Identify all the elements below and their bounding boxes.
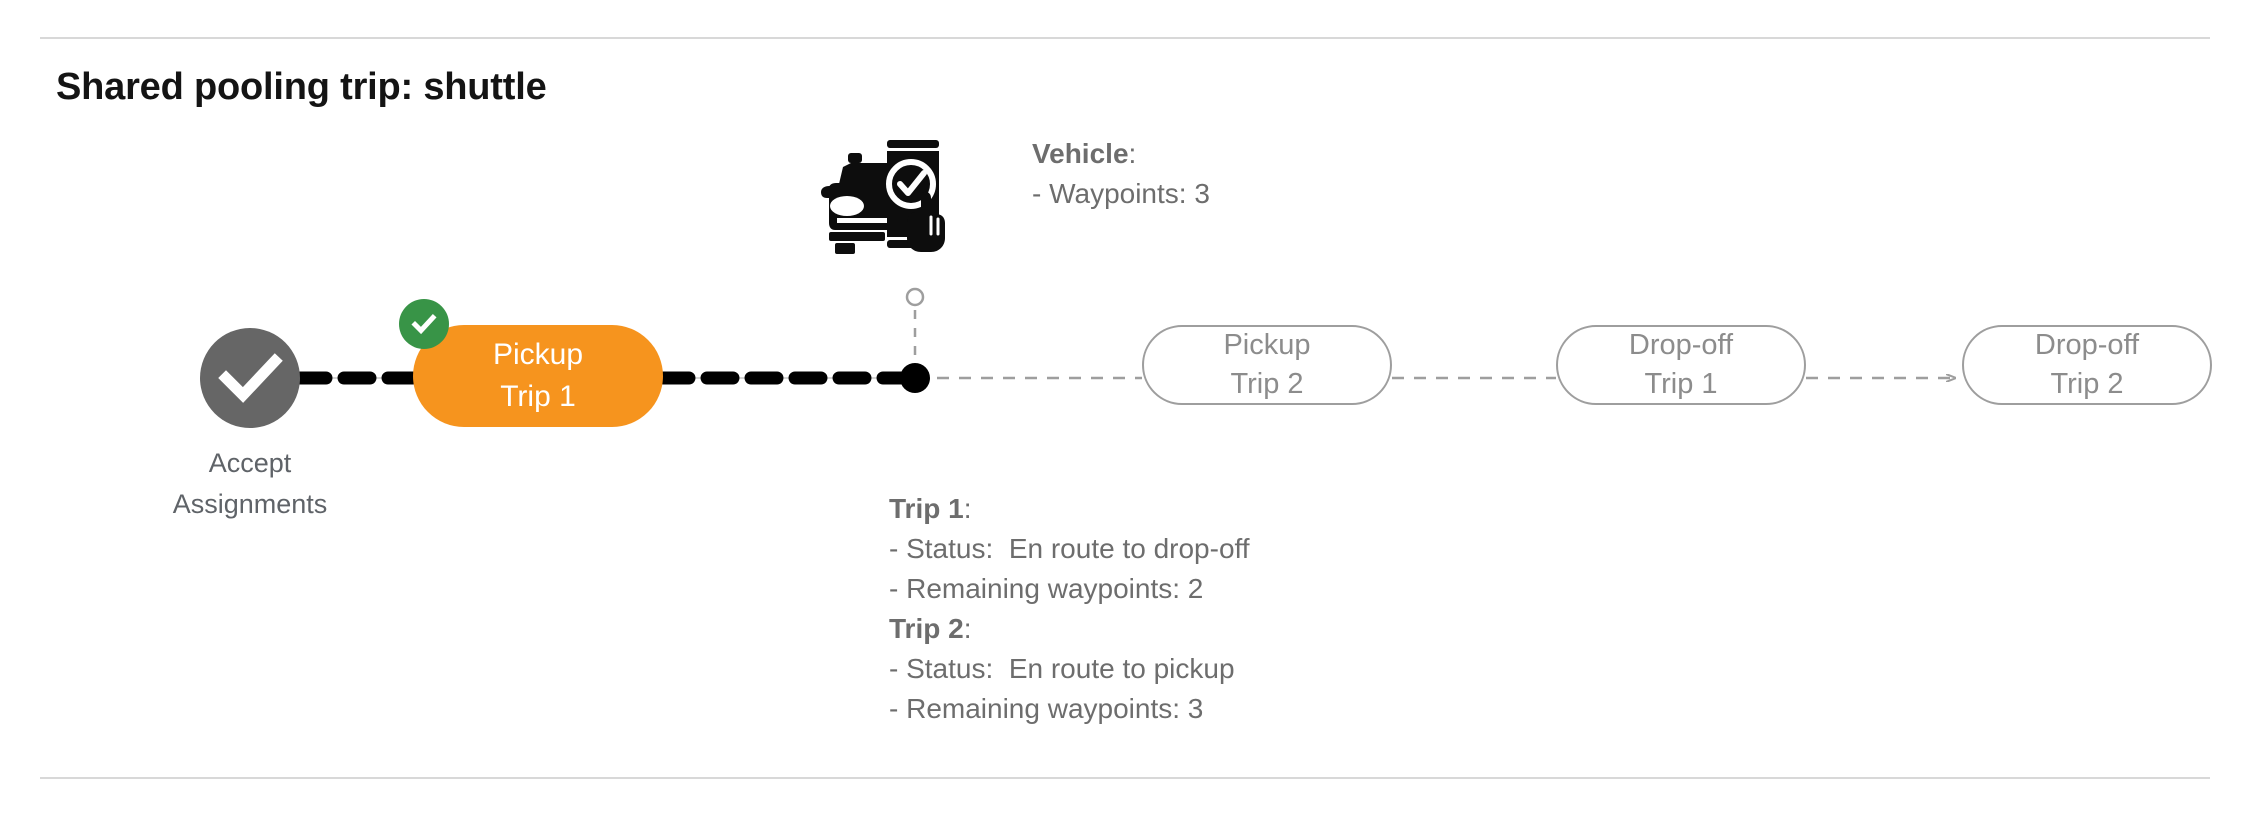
accept-assignments-node[interactable] bbox=[200, 328, 300, 428]
check-circle-icon bbox=[218, 353, 283, 403]
node-dropoff-trip-2[interactable]: Drop-off Trip 2 bbox=[1962, 325, 2212, 405]
node-pickup-trip-2[interactable]: Pickup Trip 2 bbox=[1142, 325, 1392, 405]
node-pickup-trip-2-line2: Trip 2 bbox=[1230, 368, 1304, 400]
check-badge-icon bbox=[399, 299, 449, 349]
trip-1-heading: Trip 1: bbox=[889, 493, 972, 524]
trip-2-remaining-waypoints: - Remaining waypoints: 3 bbox=[889, 693, 1204, 724]
node-dropoff-trip-2-line2: Trip 2 bbox=[2050, 368, 2124, 400]
node-pickup-trip-1-line2: Trip 1 bbox=[500, 380, 576, 413]
trip-1-remaining-waypoints: - Remaining waypoints: 2 bbox=[889, 573, 1204, 604]
node-dropoff-trip-1-line2: Trip 1 bbox=[1644, 368, 1718, 400]
page-title: Shared pooling trip: shuttle bbox=[56, 66, 547, 108]
node-pickup-trip-1-line1: Pickup bbox=[492, 338, 584, 371]
trip-2-status: - Status: En route to pickup bbox=[889, 653, 1235, 684]
node-dropoff-trip-2-line1: Drop-off bbox=[2034, 329, 2140, 361]
trip-1-status: - Status: En route to drop-off bbox=[889, 533, 1250, 564]
vehicle-leader-endpoint bbox=[905, 287, 925, 307]
accept-circle bbox=[200, 328, 300, 428]
trip-annotation: Trip 1: - Status: En route to drop-off -… bbox=[889, 489, 1250, 729]
vehicle-annotation-waypoints: - Waypoints: 3 bbox=[1032, 178, 1210, 209]
vehicle-annotation: Vehicle: - Waypoints: 3 bbox=[1032, 134, 1210, 214]
current-position-marker bbox=[900, 363, 930, 393]
node-dropoff-trip-1-line1: Drop-off bbox=[1628, 329, 1734, 361]
node-pickup-trip-2-line1: Pickup bbox=[1223, 329, 1311, 361]
vehicle-annotation-heading: Vehicle: bbox=[1032, 138, 1137, 169]
vehicle-with-phone-check-icon bbox=[821, 140, 945, 254]
trip-2-heading: Trip 2: bbox=[889, 613, 972, 644]
node-pickup-trip-1[interactable]: Pickup Trip 1 bbox=[413, 325, 663, 427]
divider-bottom bbox=[40, 777, 2210, 779]
divider-top bbox=[40, 37, 2210, 39]
node-dropoff-trip-1[interactable]: Drop-off Trip 1 bbox=[1556, 325, 1806, 405]
accept-assignments-label: Accept Assignments bbox=[172, 448, 328, 519]
